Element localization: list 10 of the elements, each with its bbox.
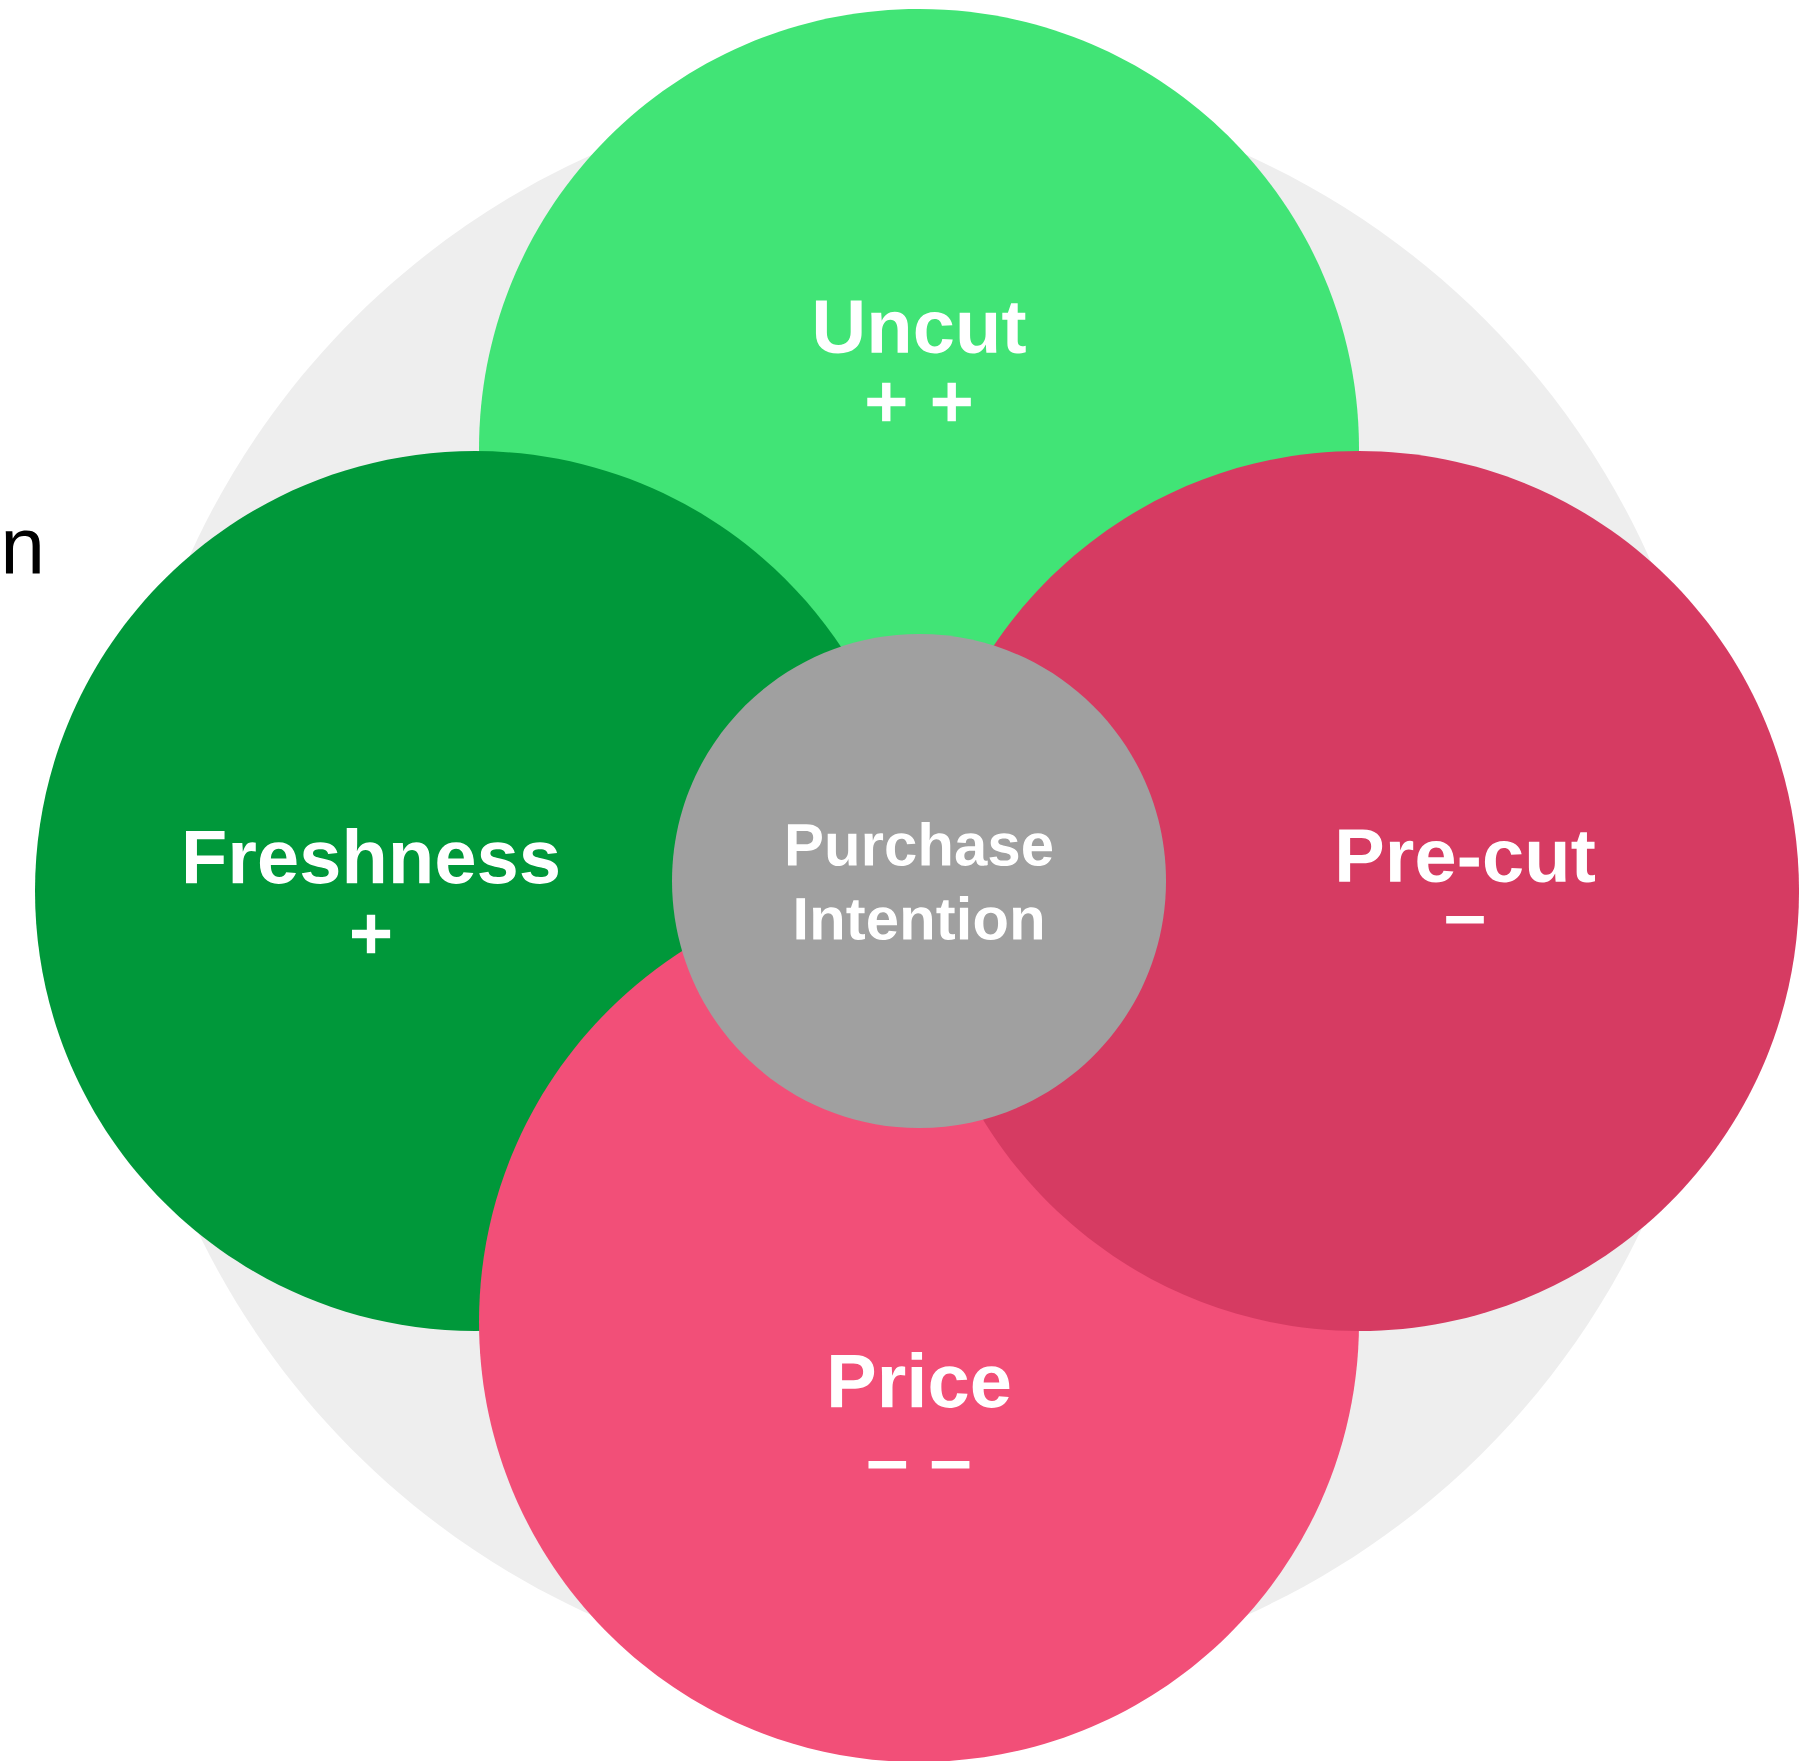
circle-title: Purchase Intention xyxy=(787,822,1053,941)
sign-label: – – xyxy=(868,1460,970,1469)
circle-title: Uncut xyxy=(815,300,1026,354)
circle-title: Freshness xyxy=(186,828,558,884)
circle-title: Pre-cut xyxy=(1339,829,1595,883)
circle-title: Price xyxy=(831,1352,1010,1408)
text-fragment: n xyxy=(5,530,40,574)
sign-label: + + xyxy=(867,382,971,422)
sign-label: – xyxy=(1446,915,1484,924)
sign-label: + xyxy=(352,914,391,954)
